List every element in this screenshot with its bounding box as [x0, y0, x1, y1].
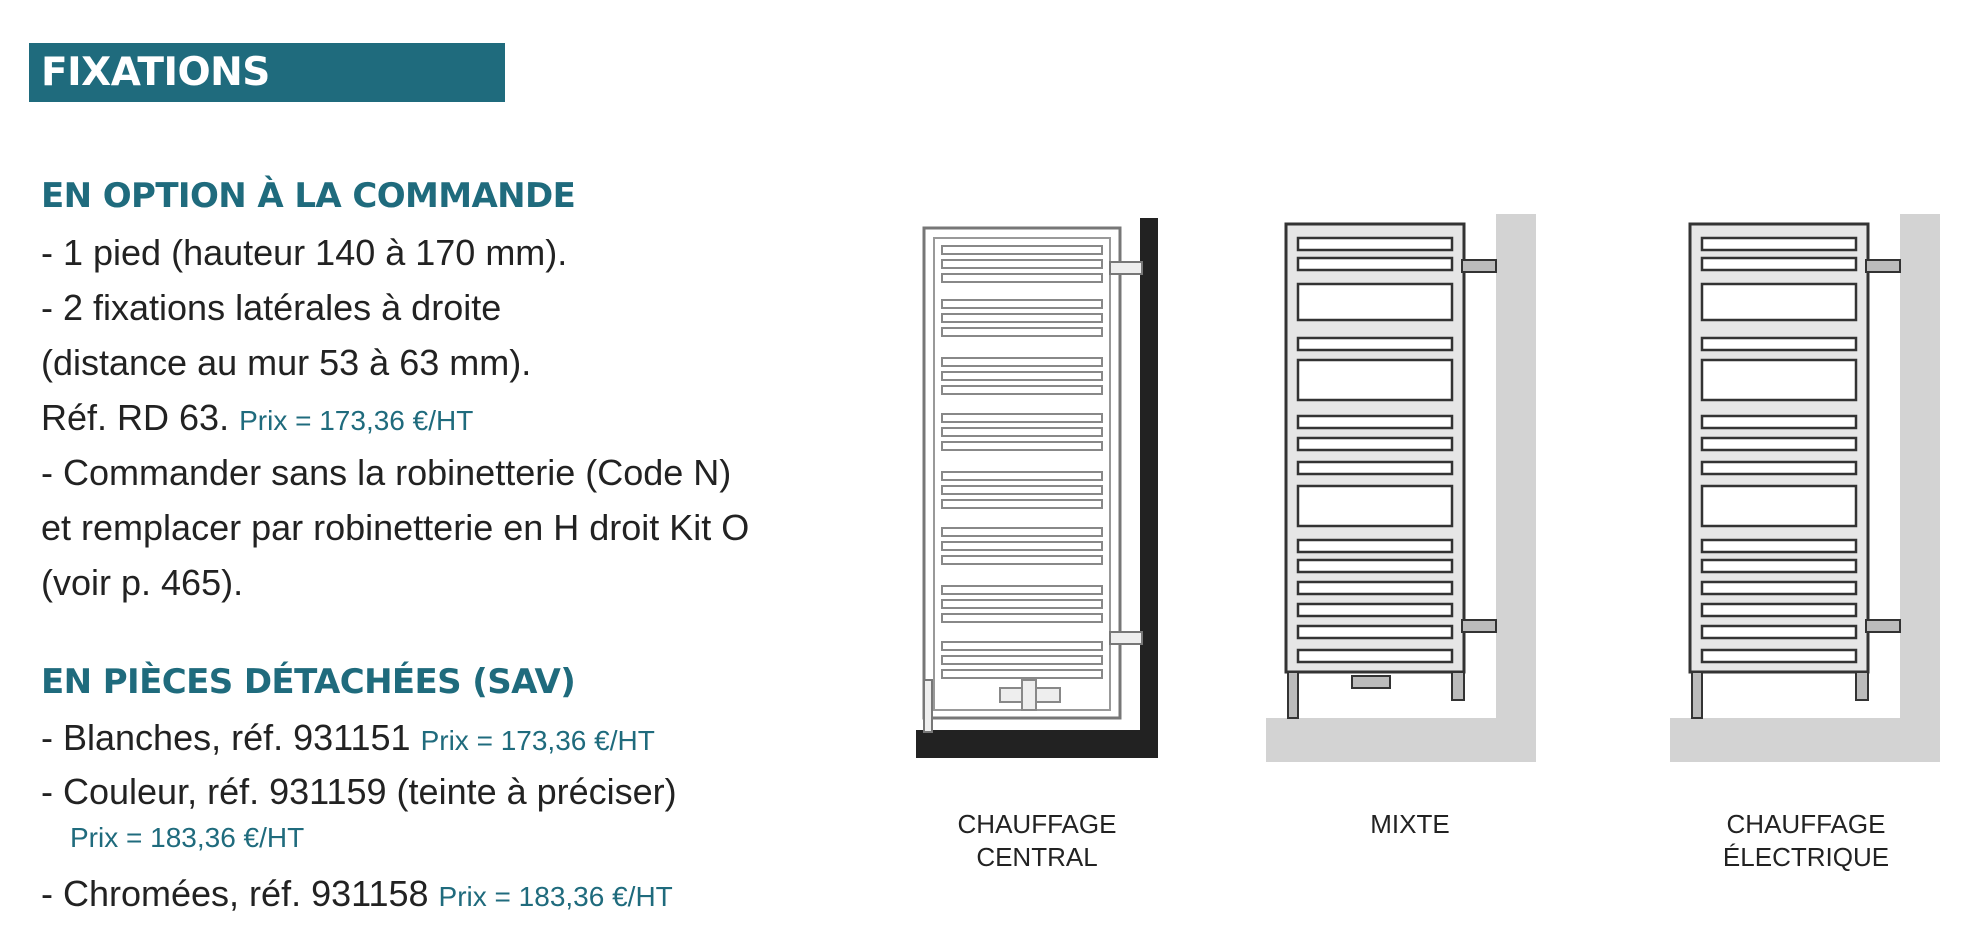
- sav-item-2-text: - Couleur, réf. 931159 (teinte à précise…: [41, 771, 677, 812]
- caption-central-line1: CHAUFFAGE: [957, 809, 1117, 839]
- radiator-electrique-illustration: [1670, 214, 1940, 762]
- caption-mixte-line1: MIXTE: [1370, 809, 1450, 839]
- section-heading-sav: EN PIÈCES DÉTACHÉES (SAV): [41, 662, 576, 702]
- caption-central-line2: CENTRAL: [976, 842, 1098, 872]
- sav-item-1: - Blanches, réf. 931151 Prix = 173,36 €/…: [41, 716, 655, 763]
- caption-electrique: CHAUFFAGE ÉLECTRIQUE: [1656, 808, 1956, 874]
- sav-item-1-text: - Blanches, réf. 931151: [41, 717, 411, 758]
- sav-item-3-text: - Chromées, réf. 931158: [41, 873, 429, 914]
- radiator-central-illustration: [916, 218, 1158, 758]
- option-line-ref: Réf. RD 63. Prix = 173,36 €/HT: [41, 396, 473, 443]
- sav-item-3: - Chromées, réf. 931158 Prix = 183,36 €/…: [41, 872, 673, 919]
- option-line-7: (voir p. 465).: [41, 562, 244, 603]
- option-line-1: - 1 pied (hauteur 140 à 170 mm).: [41, 232, 568, 273]
- option-ref-text: Réf. RD 63.: [41, 397, 230, 438]
- sav-item-3-price: Prix = 183,36 €/HT: [438, 881, 673, 912]
- option-line-6: et remplacer par robinetterie en H droit…: [41, 507, 750, 548]
- radiator-mixte-illustration: [1266, 214, 1536, 762]
- option-line-5: - Commander sans la robinetterie (Code N…: [41, 452, 732, 493]
- caption-mixte: MIXTE: [1260, 808, 1560, 841]
- page-title: FIXATIONS CLAUSTRA: [29, 43, 505, 154]
- caption-electrique-line1: CHAUFFAGE: [1726, 809, 1886, 839]
- caption-central: CHAUFFAGE CENTRAL: [887, 808, 1187, 874]
- option-line-2: - 2 fixations latérales à droite: [41, 287, 502, 328]
- sav-item-2-price: Prix = 183,36 €/HT: [70, 822, 305, 853]
- section-heading-option: EN OPTION À LA COMMANDE: [41, 176, 576, 216]
- option-line-3: (distance au mur 53 à 63 mm).: [41, 342, 532, 383]
- sav-item-1-price: Prix = 173,36 €/HT: [420, 725, 655, 756]
- caption-electrique-line2: ÉLECTRIQUE: [1722, 842, 1890, 872]
- option-ref-price: Prix = 173,36 €/HT: [239, 405, 474, 436]
